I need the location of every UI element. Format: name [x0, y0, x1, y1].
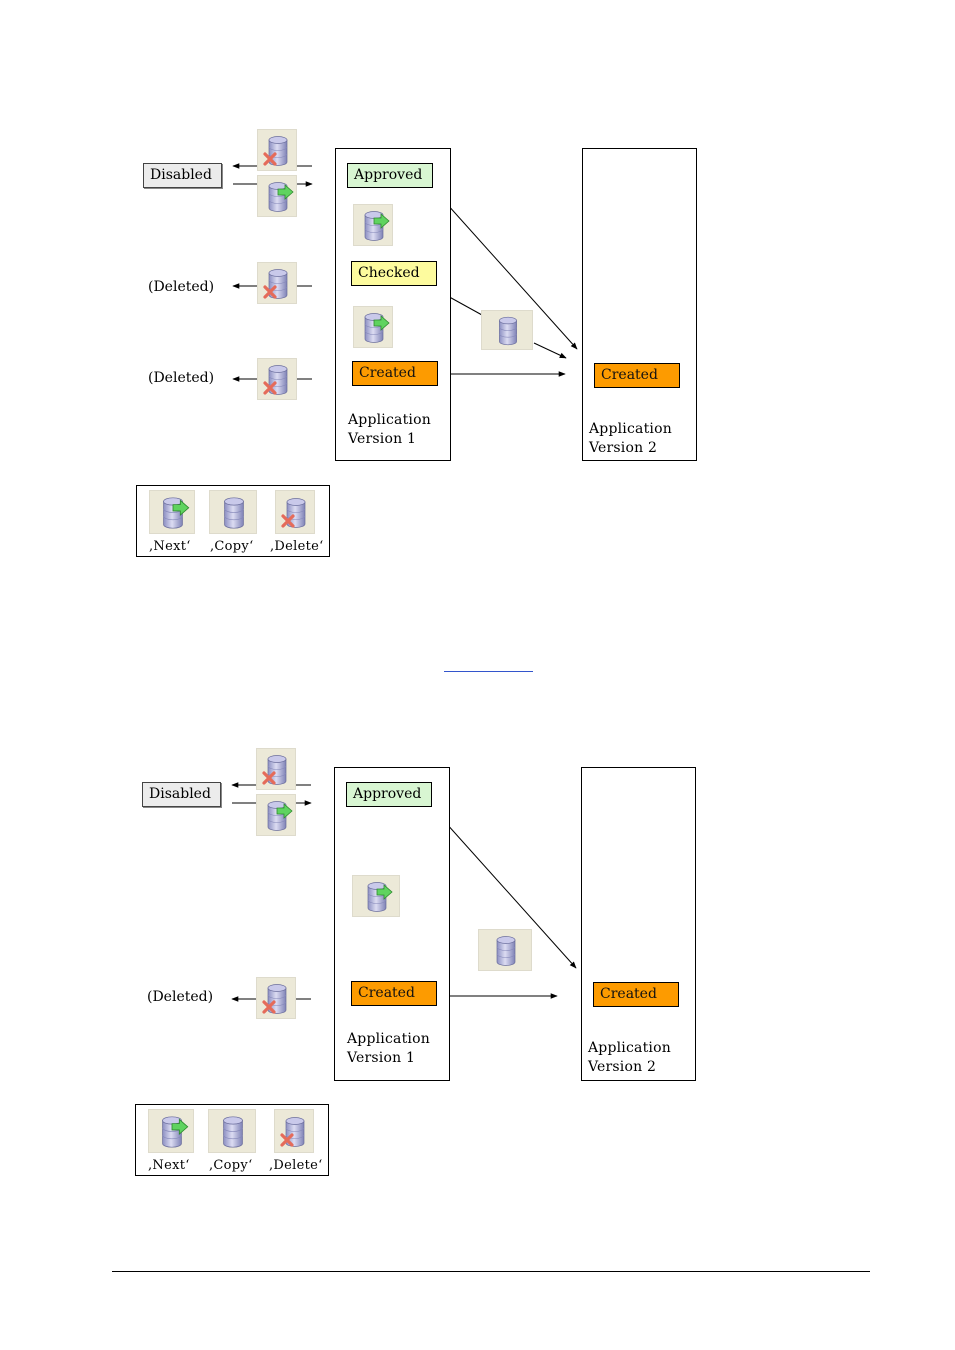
db-delete-icon [274, 1109, 314, 1153]
application-version-1-frame: Application Version 1 [335, 148, 451, 461]
version-2-label: Application Version 2 [589, 420, 672, 458]
state-created-v1: Created [352, 361, 438, 386]
state-created-v1: Created [351, 981, 437, 1006]
state-checked-v1: Checked [351, 261, 437, 286]
db-next-icon [148, 1109, 194, 1153]
state-disabled: Disabled [143, 163, 222, 188]
db-next-icon [353, 306, 393, 348]
legend-delete-label: ,Delete‘ [269, 1158, 323, 1174]
db-next-icon [353, 204, 393, 246]
application-version-2-frame: Application Version 2 [581, 767, 696, 1081]
db-copy-icon [209, 490, 257, 534]
db-delete-icon [256, 977, 296, 1019]
legend-next-label: ,Next‘ [148, 1158, 190, 1174]
hyperlink-underline[interactable] [444, 671, 533, 672]
state-created-v2: Created [593, 982, 679, 1007]
legend-copy-label: ,Copy‘ [210, 539, 254, 555]
db-delete-icon [257, 358, 297, 400]
db-delete-icon [256, 748, 296, 790]
version-1-label: Application Version 1 [347, 1030, 430, 1068]
version-2-label: Application Version 2 [588, 1039, 671, 1077]
db-copy-icon [208, 1109, 256, 1153]
db-delete-icon [257, 129, 297, 171]
legend-copy-label: ,Copy‘ [209, 1158, 253, 1174]
db-next-icon [352, 875, 400, 917]
db-delete-icon [275, 490, 315, 534]
state-disabled: Disabled [142, 782, 221, 807]
legend-next-label: ,Next‘ [149, 539, 191, 555]
state-approved-v1: Approved [347, 163, 433, 188]
db-copy-icon [478, 929, 532, 971]
db-delete-icon [257, 262, 297, 304]
state-approved-v1: Approved [346, 782, 432, 807]
db-next-icon [256, 794, 296, 836]
version-1-label: Application Version 1 [348, 411, 431, 449]
application-version-1-frame: Application Version 1 [334, 767, 450, 1081]
state-deleted-1: (Deleted) [148, 278, 214, 297]
db-next-icon [149, 490, 195, 534]
db-next-icon [257, 175, 297, 217]
footer-rule [112, 1271, 870, 1272]
copy-to-v2-arrow [534, 343, 566, 358]
db-copy-icon [481, 310, 533, 350]
legend-delete-label: ,Delete‘ [270, 539, 324, 555]
state-deleted-1: (Deleted) [147, 988, 213, 1007]
state-deleted-2: (Deleted) [148, 369, 214, 388]
icon-legend-top: ,Next‘ ,Copy‘ ,Delete‘ [136, 485, 330, 557]
state-created-v2: Created [594, 363, 680, 388]
application-version-2-frame: Application Version 2 [582, 148, 697, 461]
icon-legend-bottom: ,Next‘ ,Copy‘ ,Delete‘ [135, 1104, 329, 1176]
